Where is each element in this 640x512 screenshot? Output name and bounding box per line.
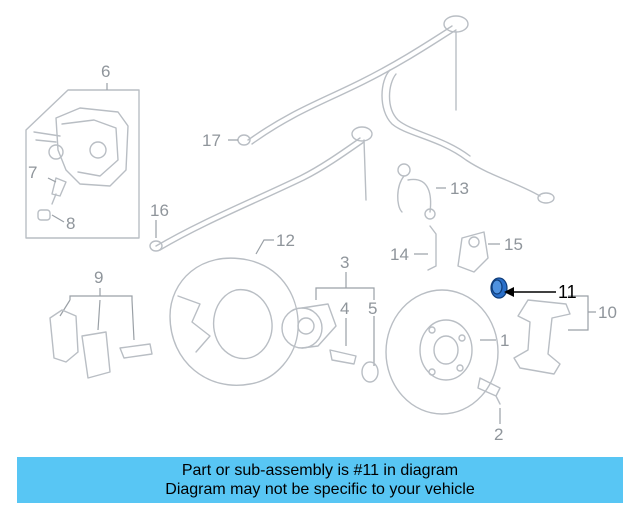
callout-5: 5 <box>368 299 377 318</box>
wheel-hub <box>281 272 379 383</box>
callout-16: 16 <box>150 201 169 220</box>
callout-11: 11 <box>558 282 577 302</box>
banner-line-1: Part or sub-assembly is #11 in diagram <box>181 462 459 479</box>
callout-15: 15 <box>504 235 523 254</box>
brake-pads <box>49 288 153 379</box>
sensors <box>397 163 500 273</box>
info-banner: Part or sub-assembly is #11 in diagram D… <box>17 457 623 503</box>
callout-7: 7 <box>28 163 37 182</box>
callout-2: 2 <box>494 425 503 444</box>
wiring-harness <box>149 15 555 252</box>
caliper-assembly <box>25 83 140 239</box>
callout-14: 14 <box>390 245 409 264</box>
banner-line-2: Diagram may not be specific to your vehi… <box>165 481 475 498</box>
callout-3: 3 <box>340 253 349 272</box>
callout-10: 10 <box>598 303 617 322</box>
callout-6: 6 <box>101 62 110 81</box>
callout-labels: 6 7 8 9 16 17 12 3 4 5 13 14 15 1 2 10 1… <box>28 62 617 444</box>
callout-17: 17 <box>202 131 221 150</box>
callout-8: 8 <box>66 214 75 233</box>
brake-rotor <box>385 289 501 424</box>
callout-4: 4 <box>340 299 349 318</box>
callout-1: 1 <box>500 331 509 350</box>
caliper-carrier <box>513 295 596 375</box>
dust-shield <box>169 239 299 386</box>
callout-13: 13 <box>450 179 469 198</box>
callout-9: 9 <box>94 268 103 287</box>
callout-12: 12 <box>276 231 295 250</box>
parts-diagram: 6 7 8 9 16 17 12 3 4 5 13 14 15 1 2 10 1… <box>25 15 617 444</box>
part-11-bushing <box>490 277 556 299</box>
